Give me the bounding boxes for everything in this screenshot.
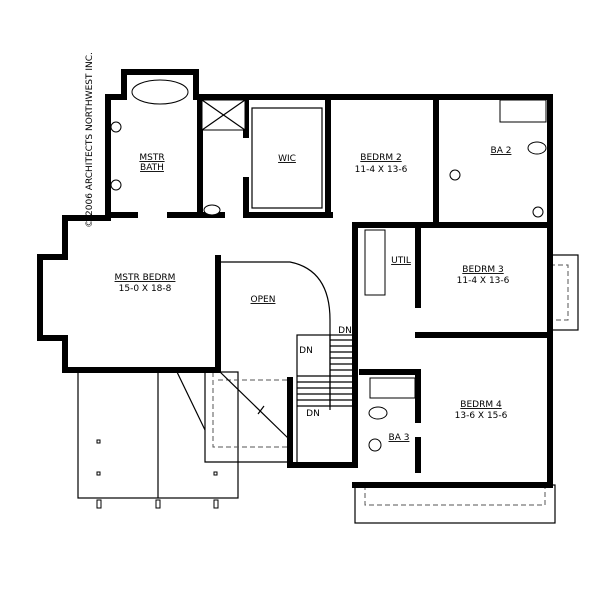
bedroom3-label: BEDRM 3 — [462, 265, 503, 275]
bedroom2-size: 11-4 X 13-6 — [355, 165, 408, 175]
master-bath-label-2: BATH — [140, 163, 164, 173]
washer-dryer — [364, 229, 386, 296]
bath3-label: BA 3 — [389, 433, 410, 443]
bedroom4-label: BEDRM 4 — [460, 400, 502, 410]
bedroom3-size: 11-4 X 13-6 — [457, 276, 510, 286]
bathtub — [131, 79, 189, 105]
walls — [37, 69, 553, 488]
stair-down-label: DN — [306, 409, 320, 419]
open-to-below-area — [204, 261, 331, 463]
util-label: UTIL — [391, 256, 411, 266]
bedroom2-label: BEDRM 2 — [360, 153, 401, 163]
master-bedroom-label: MSTR BEDRM — [115, 273, 176, 283]
master-bedroom-size: 15-0 X 18-8 — [119, 284, 172, 294]
toilet — [203, 204, 221, 216]
bath2-label: BA 2 — [491, 146, 512, 156]
wic-label: WIC — [278, 154, 296, 164]
stair-down-label: DN — [338, 326, 352, 336]
tub-ba2 — [499, 99, 547, 123]
open-label: OPEN — [251, 295, 276, 305]
bedroom4-size: 13-6 X 15-6 — [455, 411, 508, 421]
master-bath-label: MSTR — [139, 153, 164, 163]
stair-down-label: DN — [299, 346, 313, 356]
fixtures — [110, 79, 547, 452]
copyright-line: © 2006 ARCHITECTS NORTHWEST INC. — [85, 52, 95, 228]
tub-ba3 — [369, 377, 416, 399]
staircase[interactable] — [296, 334, 356, 464]
